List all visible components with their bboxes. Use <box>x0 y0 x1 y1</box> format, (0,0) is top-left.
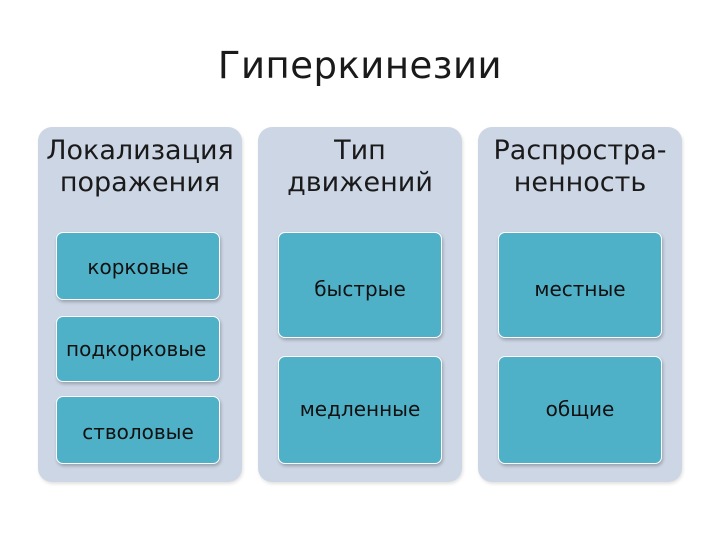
item-label: корковые <box>87 255 189 279</box>
item-local: местные <box>498 232 662 338</box>
item-fast: быстрые <box>278 232 442 338</box>
column-header-localization: Локализация поражения <box>28 135 252 199</box>
item-subcortical: подкорковые <box>56 316 220 382</box>
item-label: подкорковые <box>66 337 207 361</box>
item-general: общие <box>498 356 662 464</box>
column-header-line: движений <box>287 167 433 198</box>
column-header-extent: Распростра- ненность <box>468 135 692 199</box>
diagram-title: Гиперкинезии <box>217 44 503 87</box>
item-slow: медленные <box>278 356 442 464</box>
column-header-movement-type: Тип движений <box>248 135 472 199</box>
item-cortical: корковые <box>56 232 220 300</box>
column-header-line: поражения <box>59 167 221 198</box>
item-label: стволовые <box>82 420 194 444</box>
item-brainstem: стволовые <box>56 396 220 464</box>
item-label: быстрые <box>314 277 406 301</box>
item-label: местные <box>534 277 626 301</box>
item-label: медленные <box>299 397 421 421</box>
column-header-line: Распростра- <box>493 135 667 166</box>
column-header-line: Тип <box>334 135 386 166</box>
item-label: общие <box>545 397 615 421</box>
column-header-line: ненность <box>513 167 647 198</box>
column-header-line: Локализация <box>46 135 234 166</box>
